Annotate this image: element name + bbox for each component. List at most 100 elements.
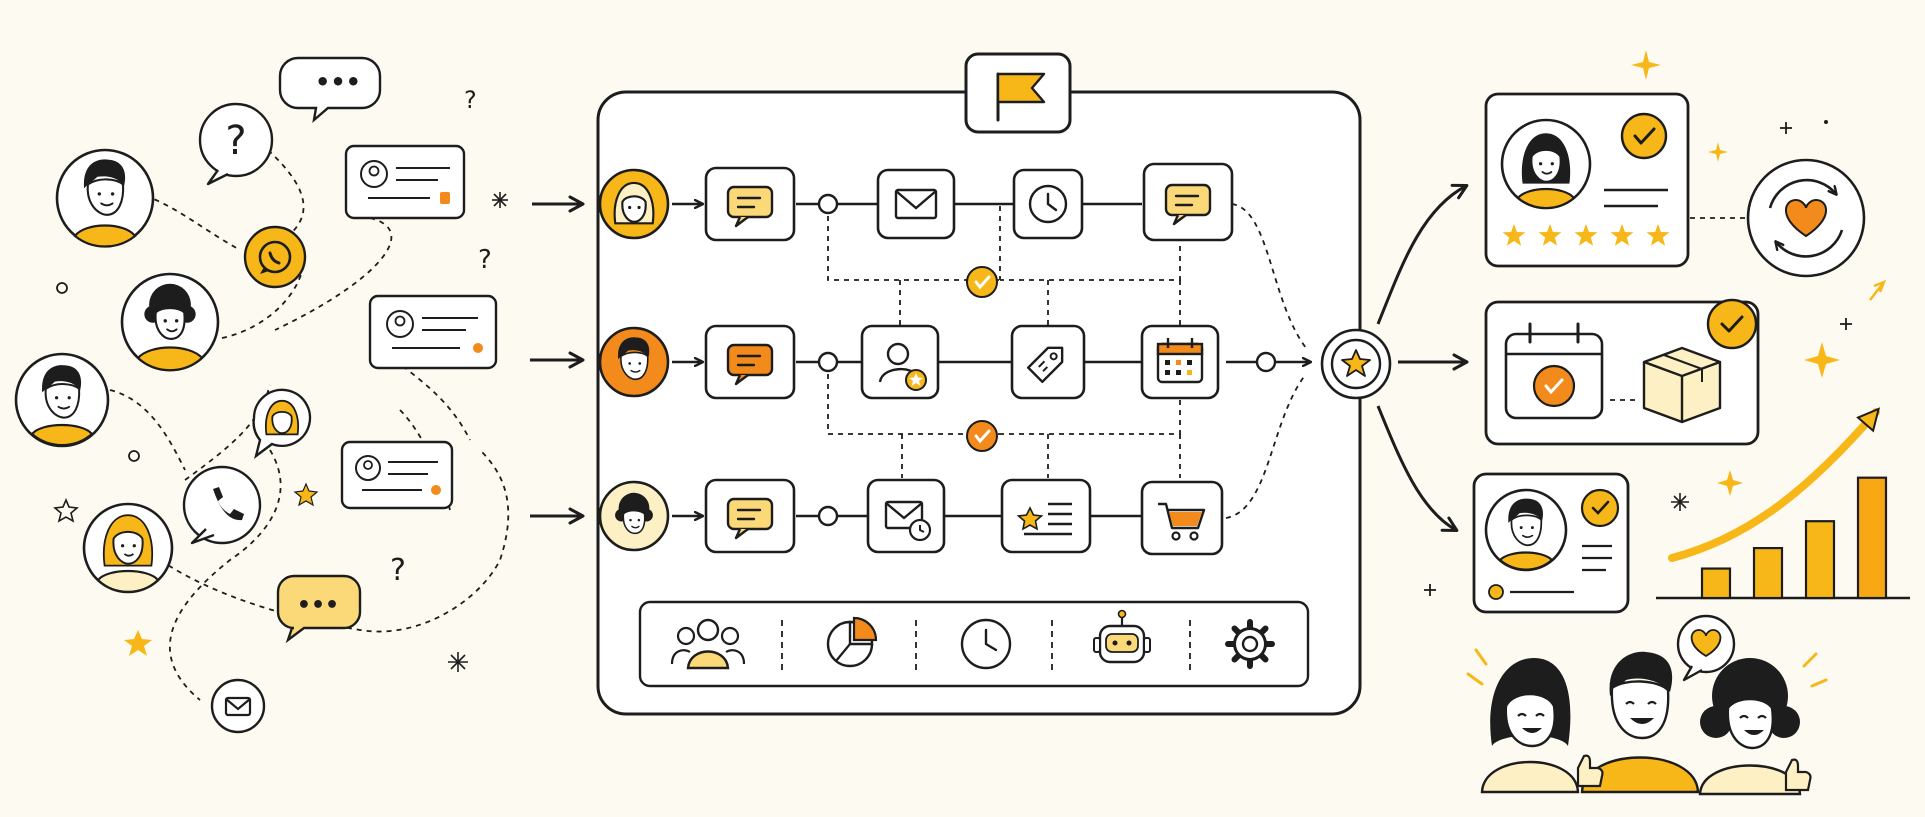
pie-chart-icon[interactable]: [826, 616, 878, 668]
customer-avatar-2: [120, 272, 220, 372]
ellipsis-text: •••: [315, 68, 361, 96]
heart-icon: [1690, 629, 1722, 658]
left-scatter: ••• ? •••: [14, 56, 585, 734]
tag-step: [1010, 324, 1086, 400]
question-bubble: ?: [198, 102, 274, 186]
check-icon: [1620, 112, 1668, 160]
calendar-step: [1140, 324, 1220, 400]
node: [817, 505, 839, 527]
star-icon: [1341, 349, 1371, 377]
star-list-step: [1000, 478, 1092, 554]
messaging-app-icon: [243, 225, 307, 289]
ellipsis-text: •••: [297, 593, 339, 618]
growth-bar: [1856, 476, 1888, 600]
node: [817, 351, 839, 373]
chat-step: [704, 166, 796, 242]
mail-clock-icon: [884, 500, 932, 542]
check-badge-1: [966, 266, 998, 298]
user-star-step: [860, 324, 940, 400]
chat-step: [1142, 162, 1234, 242]
flow-row-1: [598, 162, 1234, 242]
happy-person-left: [1480, 658, 1580, 794]
thumbs-up-icon: [1576, 754, 1604, 788]
mail-icon: [210, 678, 266, 734]
growth-bar: [1752, 546, 1784, 600]
flow-panel: [596, 52, 1362, 716]
robot-icon[interactable]: [1093, 609, 1151, 664]
customer-avatar-5: [252, 388, 312, 459]
profile-card-1: [344, 144, 466, 220]
decorative-stars: [53, 192, 508, 672]
heart-bubble: [1676, 614, 1736, 682]
happy-person-middle: [1576, 651, 1700, 794]
ellipsis-bubble-bottom: •••: [276, 574, 362, 644]
tag-icon: [1027, 346, 1064, 383]
question-mark-3: ?: [390, 553, 406, 588]
growth-chart: [1656, 407, 1910, 600]
cart-icon: [1158, 502, 1206, 541]
rating-star: [1502, 224, 1526, 246]
chat-step: [704, 478, 796, 554]
users-icon[interactable]: [670, 618, 746, 670]
chat-step: [704, 324, 796, 400]
row-avatar: [598, 326, 670, 398]
clock-step: [1012, 168, 1084, 240]
check-icon: [1706, 298, 1758, 350]
hub-star: [1320, 328, 1392, 400]
cart-step: [1140, 480, 1224, 556]
sparkles: [1424, 50, 1887, 596]
calendar-check-icon: [1504, 322, 1604, 420]
package-icon: [1642, 346, 1722, 424]
row-avatar: [598, 480, 670, 552]
profile-result-card: [1472, 472, 1630, 614]
output-arrows: [1376, 183, 1469, 532]
happy-customers: [1466, 614, 1828, 796]
profile-card-3: [340, 440, 454, 510]
question-mark-2: ?: [478, 245, 492, 275]
flag-badge: [964, 52, 1072, 134]
row-avatar: [598, 168, 670, 240]
node: [1255, 351, 1277, 373]
input-arrows: [530, 195, 585, 525]
growth-bar: [1804, 520, 1836, 600]
growth-bar: [1700, 567, 1732, 600]
rating-star: [1574, 224, 1598, 246]
flag-icon: [996, 72, 1046, 104]
delivery-card: [1484, 298, 1760, 446]
star-rating: [1502, 224, 1670, 246]
profile-card-2: [368, 294, 498, 370]
node: [817, 193, 839, 215]
question-text: ?: [225, 118, 246, 164]
customer-avatar-1: [55, 148, 155, 248]
calendar-icon: [1156, 338, 1204, 384]
woman-avatar: [1500, 118, 1592, 210]
mail-clock-step: [866, 478, 946, 554]
rating-star: [1646, 224, 1670, 246]
mail-icon: [894, 188, 938, 220]
star-list-icon: [1016, 502, 1072, 536]
review-card: [1484, 92, 1690, 268]
check-badge-2: [966, 420, 998, 452]
phone-icon: [182, 465, 262, 545]
question-mark-1: ?: [464, 86, 477, 114]
gear-icon[interactable]: [1225, 619, 1275, 669]
customer-avatar-3: [14, 352, 110, 448]
mail-step: [876, 168, 956, 240]
clock-icon: [1028, 184, 1068, 224]
rating-star: [1610, 224, 1634, 246]
man-avatar: [1484, 488, 1568, 572]
check-icon: [1580, 488, 1620, 528]
ellipsis-bubble-top: •••: [278, 56, 382, 124]
heart-cycle-icon: [1746, 158, 1866, 278]
outcomes: [1424, 50, 1910, 796]
flow-row-3: [598, 478, 1224, 556]
joy-lines: [1466, 648, 1828, 688]
rating-star: [1538, 224, 1562, 246]
clock-icon[interactable]: [960, 618, 1012, 670]
happy-person-right: [1698, 658, 1812, 796]
user-star-icon: [878, 342, 927, 391]
customer-avatar-4: [82, 502, 174, 594]
flow-row-2: [598, 324, 1277, 400]
thumbs-up-icon: [1784, 758, 1812, 792]
